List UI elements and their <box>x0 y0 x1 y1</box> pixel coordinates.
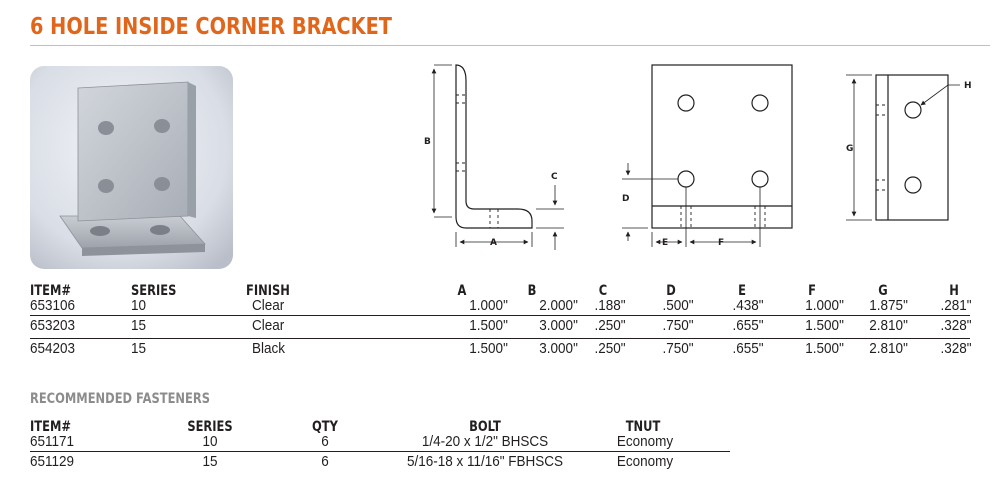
cell-c: .250" <box>594 340 626 357</box>
table-header-row: ITEM# SERIES FINISH A B C D E F G H <box>30 283 970 299</box>
cell-finish: Clear <box>252 297 285 314</box>
cell-series: 10 <box>131 297 147 314</box>
table-row: 653203 15 Clear 1.500" 3.000" .250" .750… <box>30 315 972 338</box>
header-tnut: TNUT <box>625 419 661 435</box>
cell-e: .438" <box>732 297 764 314</box>
label-b: B <box>424 137 431 147</box>
cell-g: 2.810" <box>869 317 908 334</box>
header-bolt: BOLT <box>469 419 501 435</box>
header-finish: FINISH <box>246 283 290 299</box>
cell-bolt: 1/4-20 x 1/2" BHSCS <box>421 433 549 450</box>
cell-g: 2.810" <box>869 340 908 357</box>
fasteners-heading: RECOMMENDED FASTENERS <box>30 391 210 407</box>
table-row: 653106 10 Clear 1.000" 2.000" .188" .500… <box>30 297 972 315</box>
header-a: A <box>457 283 467 299</box>
label-g: G <box>846 144 853 154</box>
cell-finish: Black <box>252 340 286 357</box>
cell-bolt: 5/16-18 x 11/16" FBHSCS <box>406 453 564 470</box>
cell-a: 1.000" <box>469 297 508 314</box>
page-title: 6 HOLE INSIDE CORNER BRACKET <box>30 14 392 40</box>
cell-b: 2.000" <box>539 297 578 314</box>
cell-d: .750" <box>662 340 694 357</box>
header-c: C <box>598 283 608 299</box>
table-header-row: ITEM# SERIES QTY BOLT TNUT <box>30 419 730 435</box>
title-divider <box>30 45 990 46</box>
cell-h: .281" <box>940 297 972 314</box>
header-f: F <box>808 283 816 299</box>
header-qty: QTY <box>312 419 338 435</box>
label-d: D <box>622 194 629 204</box>
product-photo <box>30 66 233 269</box>
bracket-spec-table: ITEM# SERIES FINISH A B C D E F G H 6531… <box>30 283 972 361</box>
side-view <box>846 74 960 221</box>
header-item: ITEM# <box>30 283 71 299</box>
cell-b: 3.000" <box>539 340 578 357</box>
cell-e: .655" <box>732 340 764 357</box>
cell-a: 1.500" <box>469 340 508 357</box>
cell-item: 653106 <box>30 297 76 314</box>
front-view <box>622 64 793 247</box>
table-row: 651171 10 6 1/4-20 x 1/2" BHSCS Economy <box>30 433 730 451</box>
cell-series: 15 <box>131 317 147 334</box>
cell-c: .188" <box>594 297 626 314</box>
cell-h: .328" <box>940 340 972 357</box>
cell-finish: Clear <box>252 317 285 334</box>
label-e: E <box>662 238 668 248</box>
cell-f: 1.000" <box>805 297 844 314</box>
cell-item: 654203 <box>30 340 76 357</box>
header-h: H <box>949 283 959 299</box>
label-a: A <box>490 238 497 248</box>
header-b: B <box>527 283 537 299</box>
cell-f: 1.500" <box>805 317 844 334</box>
cell-item: 653203 <box>30 317 76 334</box>
cell-a: 1.500" <box>469 317 508 334</box>
header-d: D <box>666 283 676 299</box>
cell-tnut: Economy <box>616 433 674 450</box>
cell-tnut: Economy <box>616 453 674 470</box>
cell-qty: 6 <box>321 453 329 470</box>
side-profile-view <box>431 64 564 250</box>
cell-c: .250" <box>594 317 626 334</box>
cell-item: 651171 <box>30 433 75 450</box>
cell-qty: 6 <box>321 433 329 450</box>
table-row: 651129 15 6 5/16-18 x 11/16" FBHSCS Econ… <box>30 451 730 474</box>
cell-series: 10 <box>202 433 218 450</box>
header-e: E <box>738 283 746 299</box>
cell-h: .328" <box>940 317 972 334</box>
header-item: ITEM# <box>30 419 71 435</box>
cell-b: 3.000" <box>539 317 578 334</box>
cell-series: 15 <box>131 340 147 357</box>
cell-e: .655" <box>732 317 764 334</box>
fasteners-table: ITEM# SERIES QTY BOLT TNUT 651171 10 6 1… <box>30 419 730 474</box>
dimension-drawings: B A C D E F G H <box>424 64 972 250</box>
table-row: 654203 15 Black 1.500" 3.000" .250" .750… <box>30 338 972 361</box>
label-h: H <box>964 81 972 91</box>
header-g: G <box>878 283 888 299</box>
cell-d: .750" <box>662 317 694 334</box>
cell-series: 15 <box>202 453 218 470</box>
cell-item: 651129 <box>30 453 75 470</box>
cell-d: .500" <box>662 297 694 314</box>
cell-g: 1.875" <box>869 297 908 314</box>
header-series: SERIES <box>131 283 177 299</box>
label-c: C <box>551 172 558 182</box>
label-f: F <box>718 238 724 248</box>
header-series: SERIES <box>187 419 233 435</box>
cell-f: 1.500" <box>805 340 844 357</box>
